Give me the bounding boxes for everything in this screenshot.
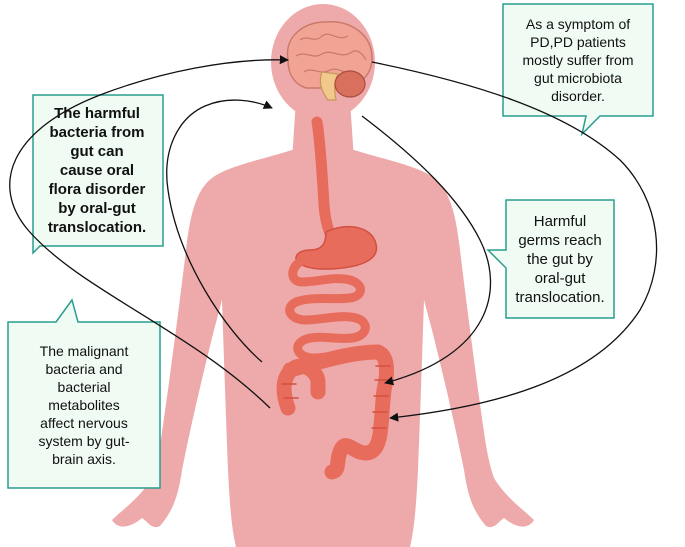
cerebellum — [335, 71, 365, 97]
callout-text-symptom: As a symptom of PD,PD patients mostly su… — [503, 4, 653, 116]
callout-text-gut-brain: The malignant bacteria and bacterial met… — [8, 322, 160, 488]
callout-text-germs: Harmful germs reach the gut by oral-gut … — [506, 200, 614, 318]
callout-text-oral-flora: The harmful bacteria from gut can cause … — [32, 95, 162, 245]
